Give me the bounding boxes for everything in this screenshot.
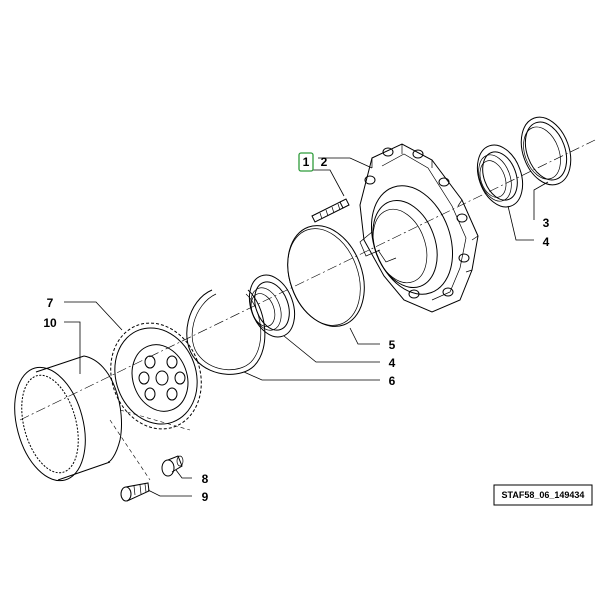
seal-ring-part-3 xyxy=(520,116,572,186)
callout-4-lower: 4 xyxy=(389,356,396,370)
callout-1-highlight-box xyxy=(298,152,314,172)
drawing-code: STAF58_06_149434 xyxy=(502,490,585,500)
snap-ring-part-6 xyxy=(186,289,266,375)
o-ring-part-5 xyxy=(287,225,365,327)
callout-2: 2 xyxy=(321,155,328,169)
callout-4-upper: 4 xyxy=(543,235,550,249)
guide-line xyxy=(109,419,151,481)
callout-9: 9 xyxy=(202,490,209,504)
drawing-code-box xyxy=(493,484,593,506)
leader-lines xyxy=(64,157,549,497)
bearing-part-4-upper xyxy=(476,144,524,208)
wheel-stud-part-2 xyxy=(311,198,350,223)
assembly-axis xyxy=(19,139,596,421)
bolt-part-8 xyxy=(161,455,184,477)
callout-8: 8 xyxy=(202,472,209,486)
callout-6: 6 xyxy=(389,374,396,388)
callout-1: 1 xyxy=(303,155,310,169)
wheel-hub-part-1 xyxy=(359,143,479,313)
callout-10: 10 xyxy=(43,316,57,330)
callout-5: 5 xyxy=(389,338,396,352)
screw-part-9 xyxy=(120,482,150,502)
planet-carrier-part-7 xyxy=(110,322,202,430)
bearing-part-4-lower xyxy=(248,274,296,338)
callout-3: 3 xyxy=(543,216,550,230)
callout-7: 7 xyxy=(47,296,54,310)
guide-line xyxy=(119,409,191,431)
ring-gear-part-10 xyxy=(14,355,122,482)
